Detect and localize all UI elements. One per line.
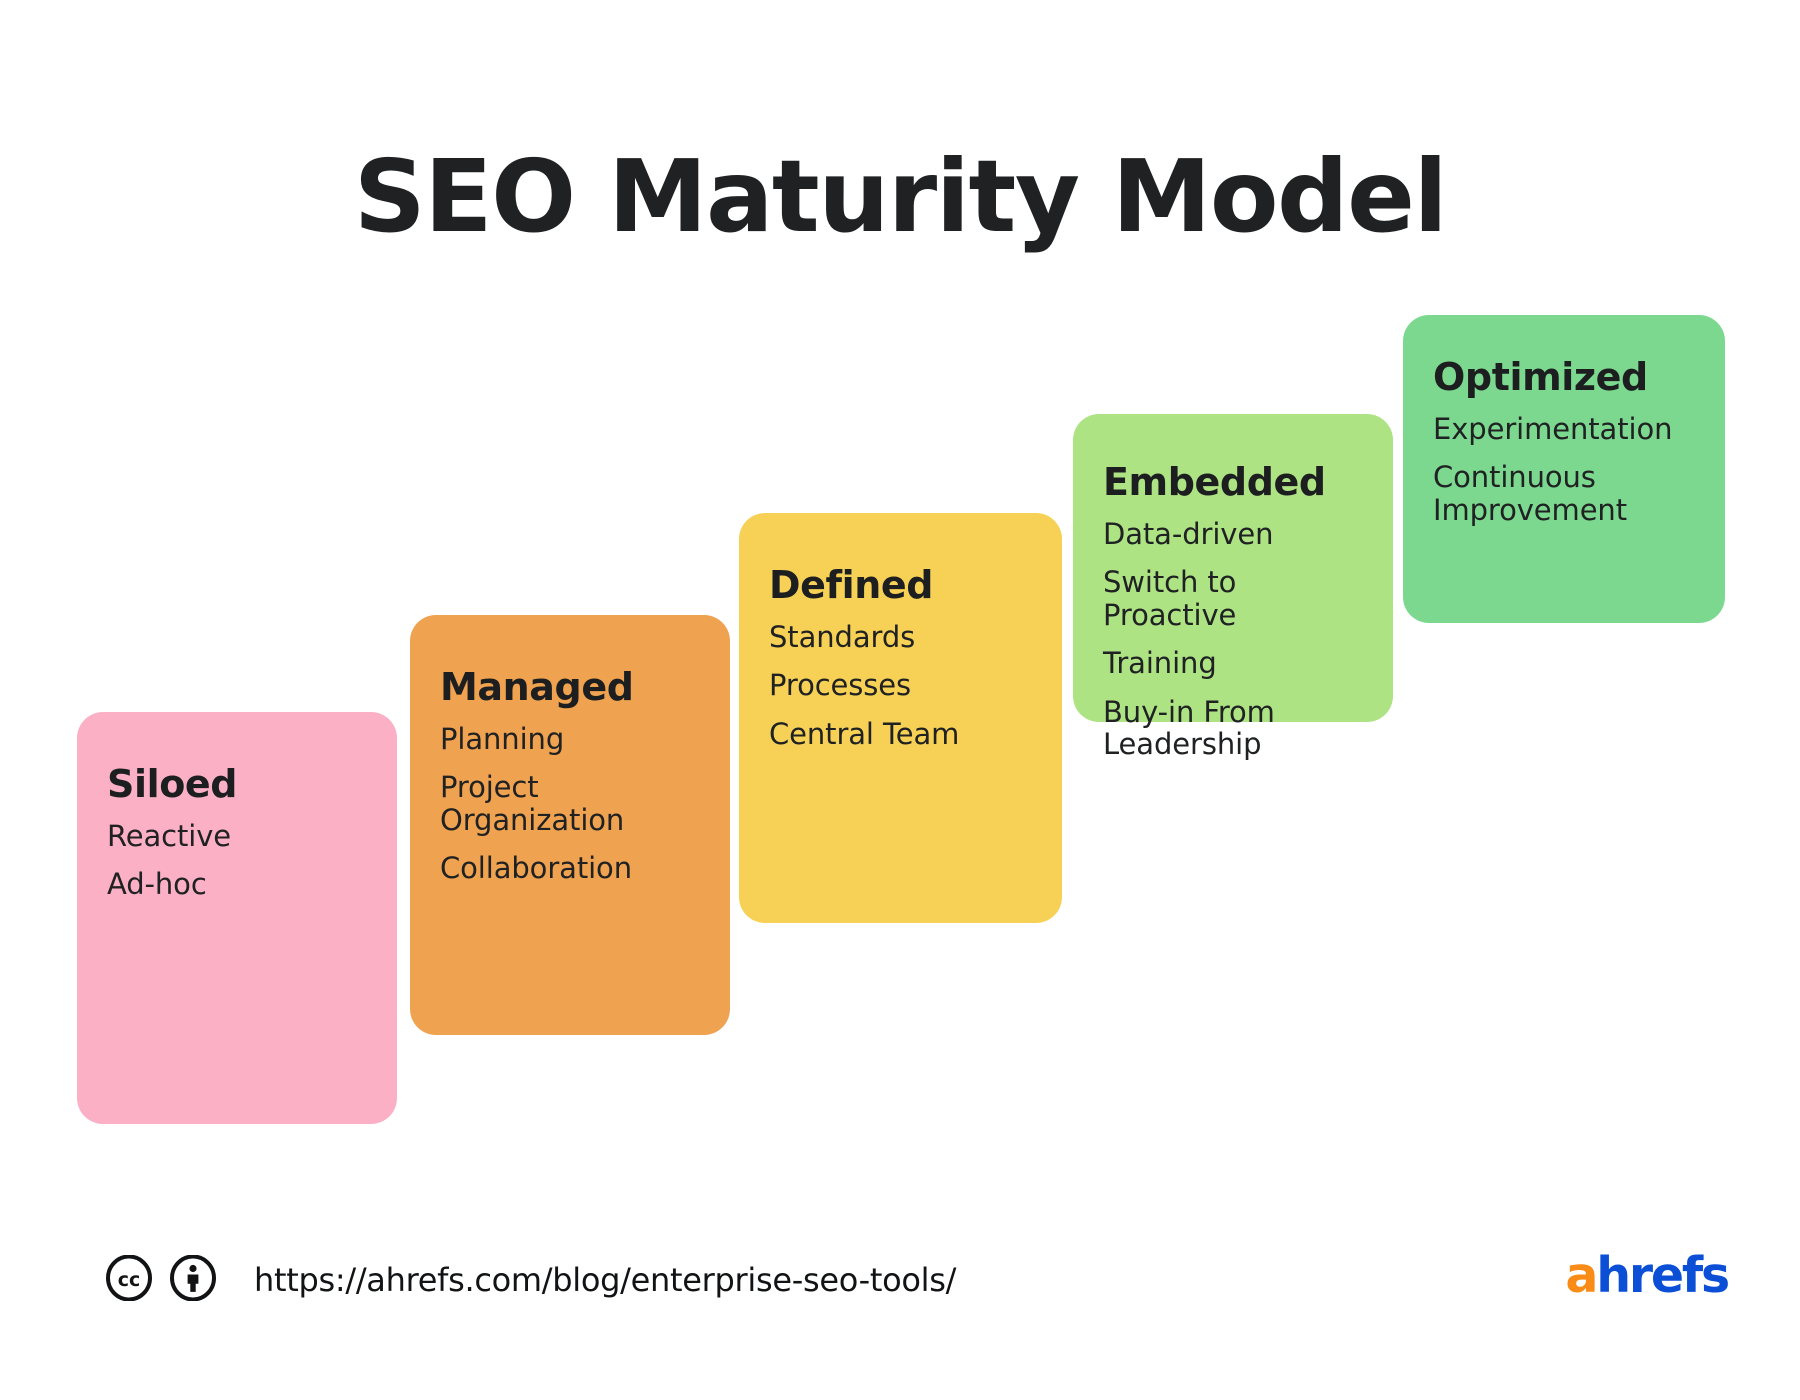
stage-item: Switch to Proactive [1103,565,1237,632]
ahrefs-logo[interactable]: ahrefs [1565,1251,1730,1300]
stage-item: Training [1103,646,1217,681]
creative-commons-icon: cc [106,1254,152,1305]
source-url[interactable]: https://ahrefs.com/blog/enterprise-seo-t… [254,1261,957,1299]
stage-title: Siloed [107,762,238,806]
stage-title: Managed [440,665,634,709]
stage-card-managed[interactable]: Managed Planning Project Organization Co… [410,615,730,1035]
maturity-stage-chart: Siloed Reactive Ad-hoc Managed Planning … [77,315,1725,1124]
stage-item: Project Organization [440,770,625,837]
footer: cc https://ahrefs.com/blog/enterprise-se… [0,1251,1800,1335]
svg-text:cc: cc [118,1269,141,1291]
page-title: SEO Maturity Model [353,138,1448,255]
creative-commons-by-icon [170,1254,216,1305]
stage-title: Embedded [1103,460,1326,504]
stage-item: Planning [440,721,565,756]
stage-item: Continuous Improvement [1433,460,1627,527]
stage-title: Optimized [1433,355,1648,399]
stage-item: Ad-hoc [107,867,207,902]
stage-item: Collaboration [440,851,632,886]
stage-card-optimized[interactable]: Optimized Experimentation Continuous Imp… [1403,315,1725,623]
stage-item: Reactive [107,818,232,853]
stage-item: Central Team [769,716,960,751]
stage-item-list: Standards Processes Central Team [769,619,1040,751]
license-row: cc https://ahrefs.com/blog/enterprise-se… [106,1254,957,1305]
stage-item: Data-driven [1103,516,1274,551]
stage-card-siloed[interactable]: Siloed Reactive Ad-hoc [77,712,397,1124]
stage-item-list: Planning Project Organization Collaborat… [440,721,708,886]
stage-item-list: Experimentation Continuous Improvement [1433,411,1703,527]
stage-item: Experimentation [1433,411,1673,446]
stage-card-defined[interactable]: Defined Standards Processes Central Team [739,513,1062,923]
logo-text-hrefs: hrefs [1596,1247,1730,1304]
stage-item: Buy-in From Leadership [1103,694,1275,762]
stage-item: Standards [769,619,916,654]
logo-letter-a: a [1565,1247,1598,1304]
stage-item: Processes [769,668,912,703]
stage-item-list: Reactive Ad-hoc [107,818,375,902]
stage-item-list: Data-driven Switch to Proactive Training… [1103,516,1371,762]
stage-card-embedded[interactable]: Embedded Data-driven Switch to Proactive… [1073,414,1393,760]
stage-title: Defined [769,563,934,607]
